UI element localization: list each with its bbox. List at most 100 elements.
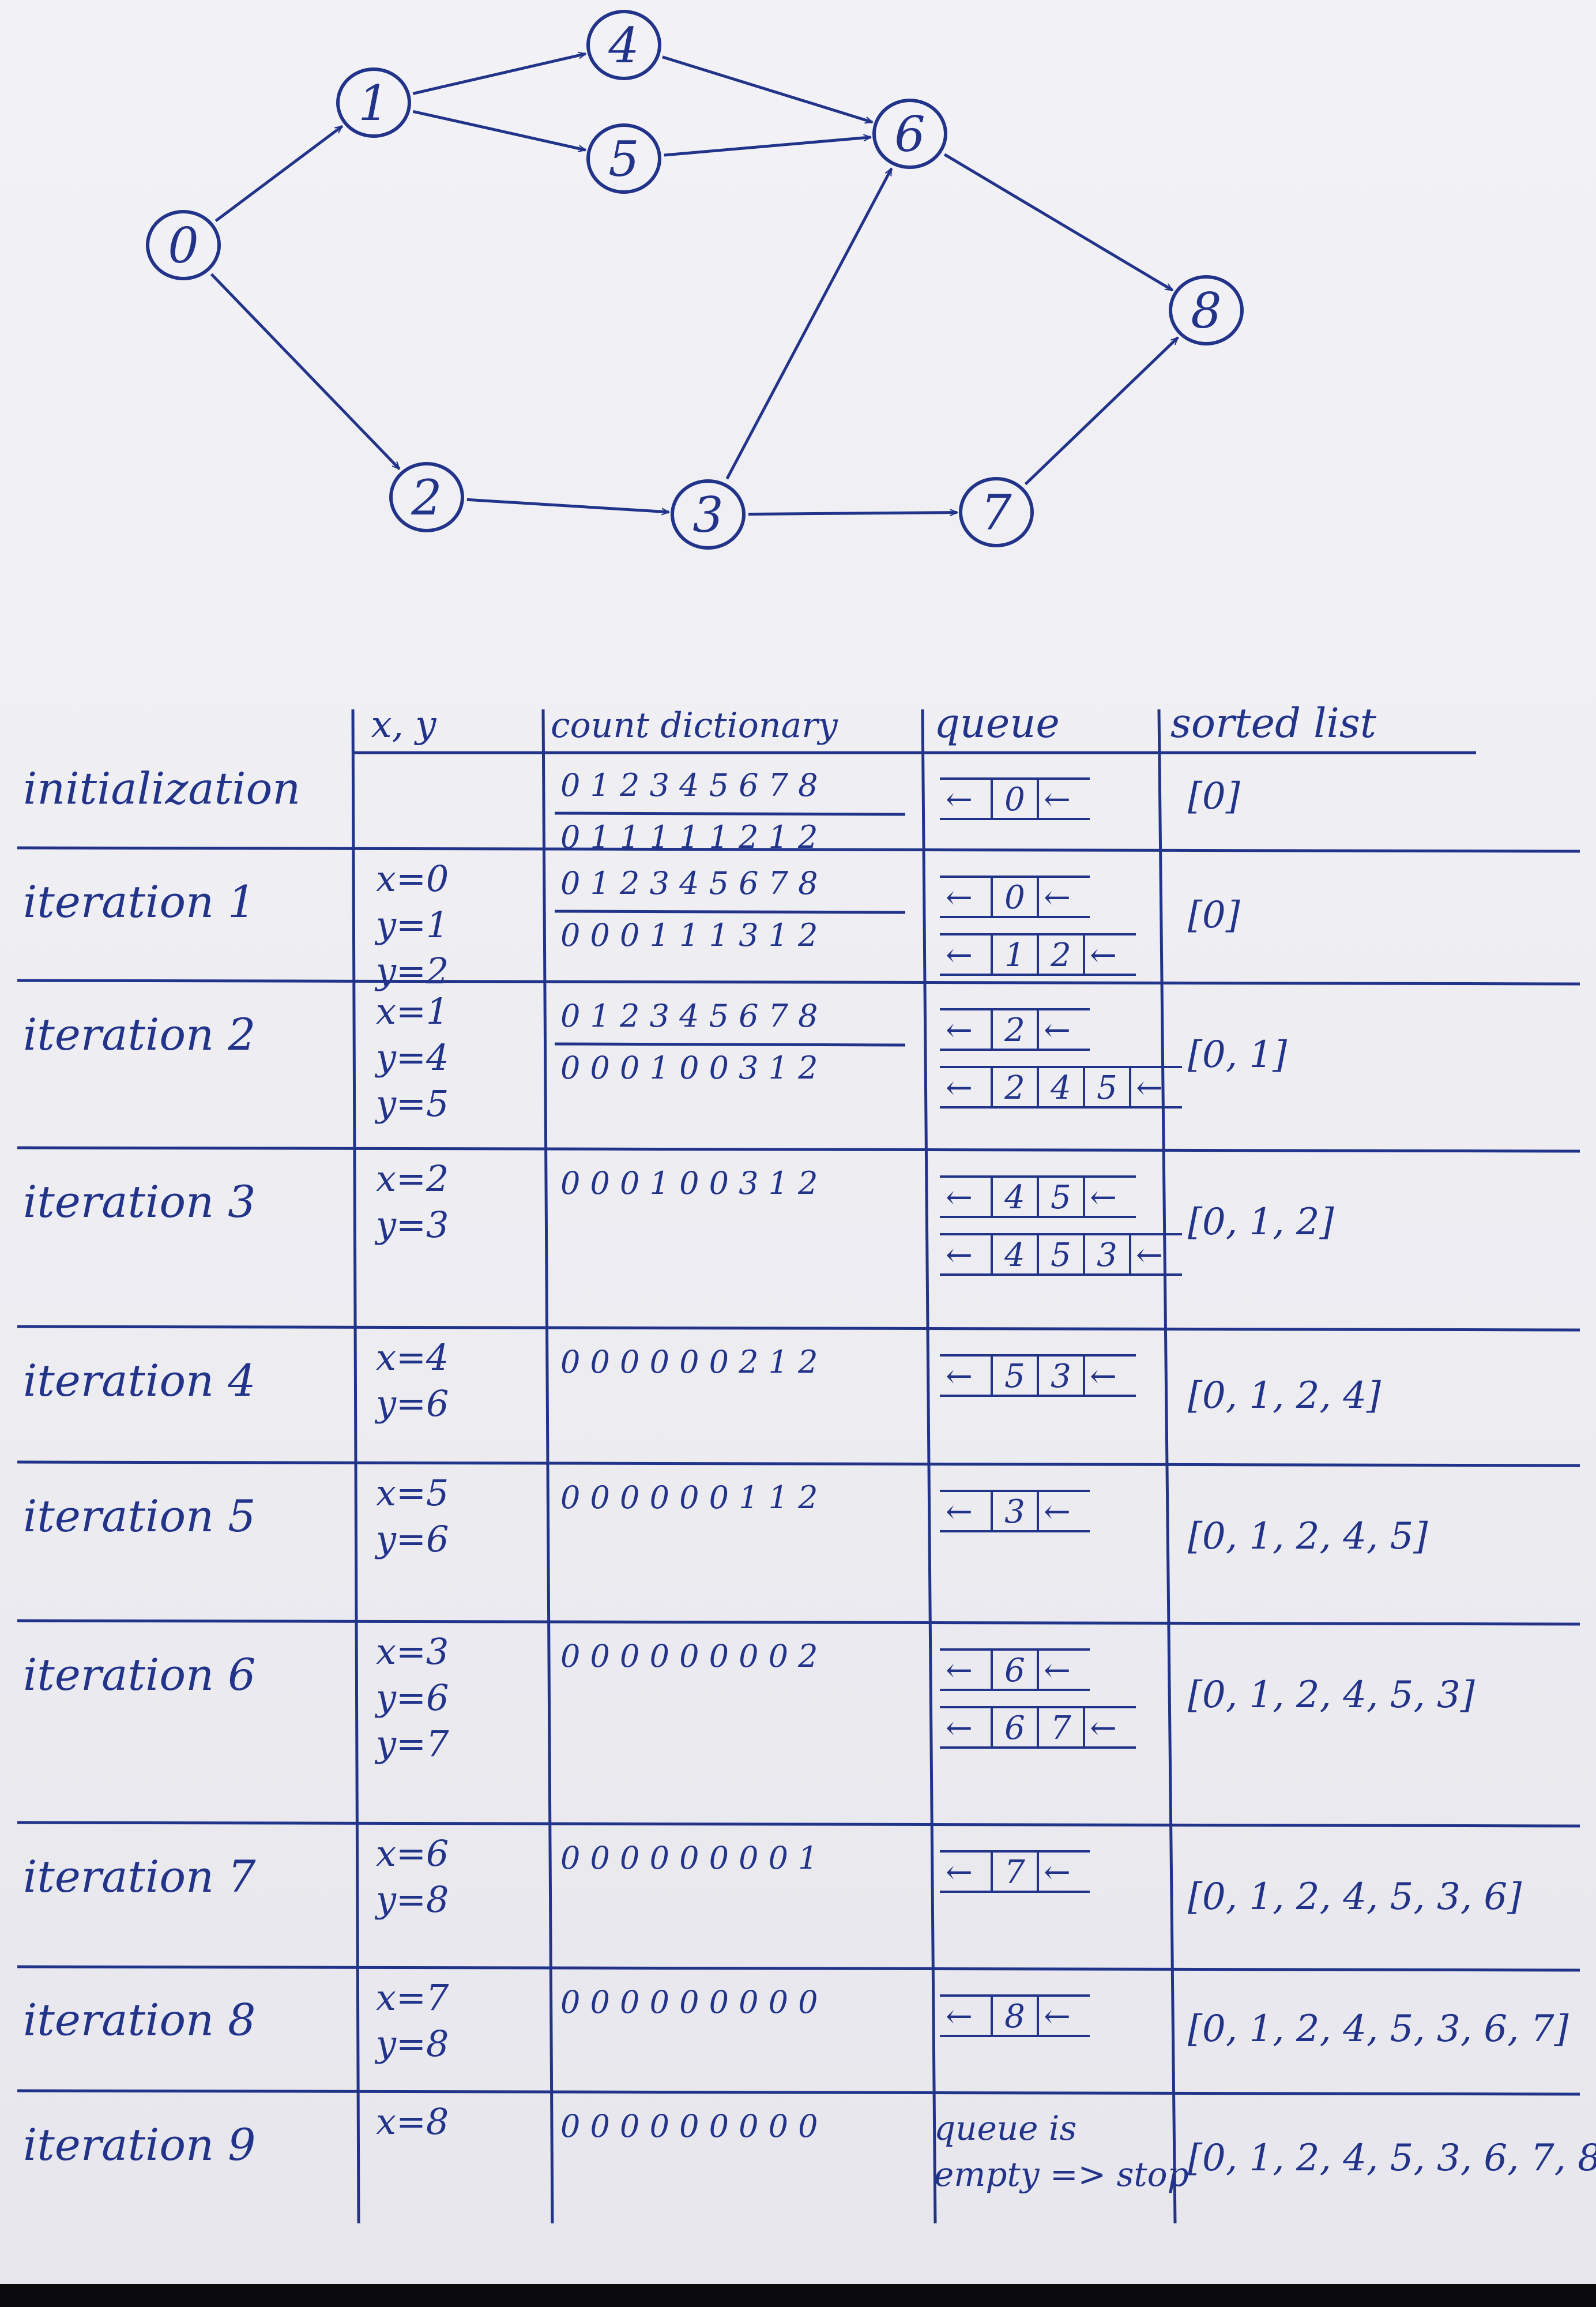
queue-arrow-in-icon: ← <box>946 1179 973 1216</box>
queue-arrow-out-icon: ← <box>1044 1652 1071 1689</box>
queue-item: 4 <box>1004 1237 1025 1274</box>
queue-item: 5 <box>1051 1179 1071 1216</box>
queue-item: 0 <box>1004 879 1025 916</box>
node-3: 3 <box>671 479 746 550</box>
count-line: 0 0 0 0 0 0 2 1 2 <box>560 1344 818 1380</box>
queue-arrow-out-icon: ← <box>1136 1237 1163 1274</box>
node-label: 7 <box>981 484 1012 541</box>
xy-value: y=8 <box>374 1878 449 1921</box>
row-divider <box>17 846 1580 853</box>
count-line: 0 0 0 0 0 0 1 1 2 <box>560 1479 818 1516</box>
node-circle <box>586 123 661 194</box>
node-circle <box>586 10 661 80</box>
queue-note: queue is <box>934 2109 1076 2148</box>
node-label: 3 <box>692 487 723 543</box>
row-divider <box>17 1619 1580 1626</box>
row-label: iteration 6 <box>23 1649 256 1700</box>
row-divider <box>17 2089 1580 2096</box>
queue-arrow-in-icon: ← <box>946 1358 973 1395</box>
row-label: iteration 1 <box>23 876 256 927</box>
queue-state: ←8← <box>940 1994 1090 2037</box>
queue-arrow-in-icon: ← <box>946 1012 973 1049</box>
node-6: 6 <box>872 99 947 169</box>
queue-arrow-out-icon: ← <box>1090 1709 1117 1747</box>
count-line: 0 1 1 1 1 1 2 1 2 <box>560 819 818 855</box>
queue-item: 5 <box>1004 1358 1025 1395</box>
sorted-list-value: [0] <box>1188 894 1241 937</box>
sorted-list-value: [0, 1] <box>1188 1034 1288 1076</box>
node-circle <box>146 210 221 280</box>
queue-item: 7 <box>1004 1854 1025 1891</box>
row-divider <box>17 1821 1580 1828</box>
sorted-list-value: [0, 1, 2, 4, 5, 3] <box>1188 1674 1475 1716</box>
edge-1-4 <box>412 54 586 95</box>
queue-state: ←3← <box>940 1490 1090 1532</box>
count-divider <box>554 811 906 816</box>
node-5: 5 <box>586 123 661 194</box>
queue-arrow-in-icon: ← <box>946 1237 973 1274</box>
row-label: iteration 2 <box>23 1009 256 1060</box>
edge-5-6 <box>664 137 871 157</box>
xy-value: x=3 <box>376 1630 449 1673</box>
header-xy: x, y <box>371 704 437 746</box>
count-line: 0 0 0 0 0 0 0 0 1 <box>560 1840 818 1876</box>
edge-7-8 <box>1024 336 1178 486</box>
header-count-dictionary: count dictionary <box>551 705 838 746</box>
queue-arrow-out-icon: ← <box>1136 1069 1163 1107</box>
node-circle <box>872 99 947 169</box>
node-circle <box>671 479 746 550</box>
queue-arrow-out-icon: ← <box>1044 879 1071 916</box>
queue-state: ← 2 ← <box>940 1008 1090 1051</box>
xy-value: y=2 <box>374 950 449 992</box>
queue-item: 5 <box>1097 1069 1117 1107</box>
queue-item: 2 <box>1004 1069 1025 1107</box>
queue-item: 2 <box>1004 1012 1025 1049</box>
row-divider <box>17 1460 1580 1467</box>
node-label: 6 <box>894 106 925 163</box>
queue-arrow-in-icon: ← <box>946 1709 973 1747</box>
queue-item: 3 <box>1004 1493 1025 1531</box>
queue-state: ←0← <box>940 777 1090 820</box>
node-label: 5 <box>608 131 639 187</box>
xy-value: x=4 <box>376 1336 449 1378</box>
queue-item: 8 <box>1004 1998 1025 2035</box>
node-label: 0 <box>168 217 198 274</box>
sorted-list-value: [0, 1, 2, 4, 5, 3, 6] <box>1188 1876 1522 1918</box>
count-line: 0 1 2 3 4 5 6 7 8 <box>560 998 818 1034</box>
count-line: 0 0 0 0 0 0 0 0 0 <box>560 2108 818 2144</box>
xy-value: x=2 <box>376 1158 449 1200</box>
row-label: iteration 9 <box>23 2119 256 2170</box>
count-line: 0 0 0 1 0 0 3 1 2 <box>560 1165 818 1201</box>
xy-value: x=1 <box>376 990 449 1032</box>
queue-arrow-out-icon: ← <box>1090 1358 1117 1395</box>
row-label: iteration 3 <box>23 1176 256 1227</box>
node-label: 4 <box>608 17 639 74</box>
queue-arrow-out-icon: ← <box>1044 1012 1071 1049</box>
edge-2-3 <box>466 498 669 512</box>
xy-value: y=1 <box>374 904 449 946</box>
queue-arrow-in-icon: ← <box>946 879 973 916</box>
queue-arrow-out-icon: ← <box>1044 781 1071 818</box>
queue-item: 5 <box>1051 1237 1071 1274</box>
sorted-list-value: [0] <box>1188 775 1241 818</box>
queue-item: 3 <box>1051 1358 1071 1395</box>
queue-arrow-in-icon: ← <box>946 1854 973 1891</box>
table-edge-shadow <box>0 2284 1596 2307</box>
node-8: 8 <box>1169 275 1244 345</box>
queue-arrow-in-icon: ← <box>946 1493 973 1531</box>
queue-item: 3 <box>1097 1237 1117 1274</box>
column-divider <box>541 709 554 2224</box>
xy-value: y=4 <box>374 1036 449 1079</box>
queue-arrow-out-icon: ← <box>1044 1998 1071 2035</box>
